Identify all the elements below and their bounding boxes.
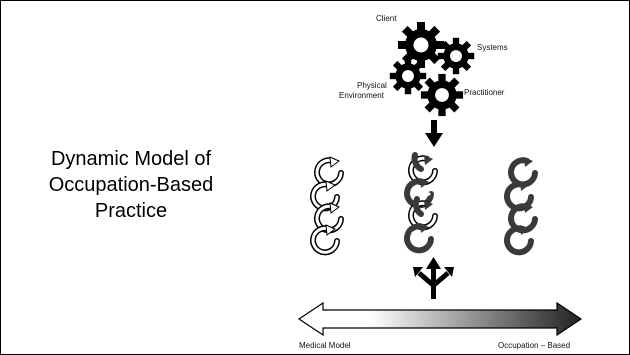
cycle-column-medical <box>310 156 344 256</box>
gear-label-client: Client <box>376 14 397 23</box>
gear-practitioner-icon <box>420 73 464 117</box>
title-line-2: Occupation-Based <box>48 174 214 196</box>
gear-systems-icon <box>437 37 475 75</box>
cycle-column-mixed <box>404 152 438 254</box>
down-arrow-icon <box>425 120 443 147</box>
spectrum-label-left: Medical Model <box>299 341 351 350</box>
title-line-3: Practice <box>94 200 168 222</box>
gear-label-systems: Systems <box>477 43 508 52</box>
slide-title: Dynamic Model of Occupation-Based Practi… <box>11 146 251 224</box>
cycle-column-occupation <box>504 157 538 256</box>
gear-label-physical: Physical <box>357 81 387 90</box>
gear-label-practitioner: Practitioner <box>464 88 505 97</box>
split-arrow-icon <box>413 257 454 299</box>
spectrum-label-right: Occupation – Based <box>498 341 571 350</box>
gear-physical-environment-icon <box>389 57 427 95</box>
title-line-1: Dynamic Model of <box>50 148 212 170</box>
spectrum-arrow <box>297 301 583 337</box>
gear-label-environment: Environment <box>339 91 384 100</box>
